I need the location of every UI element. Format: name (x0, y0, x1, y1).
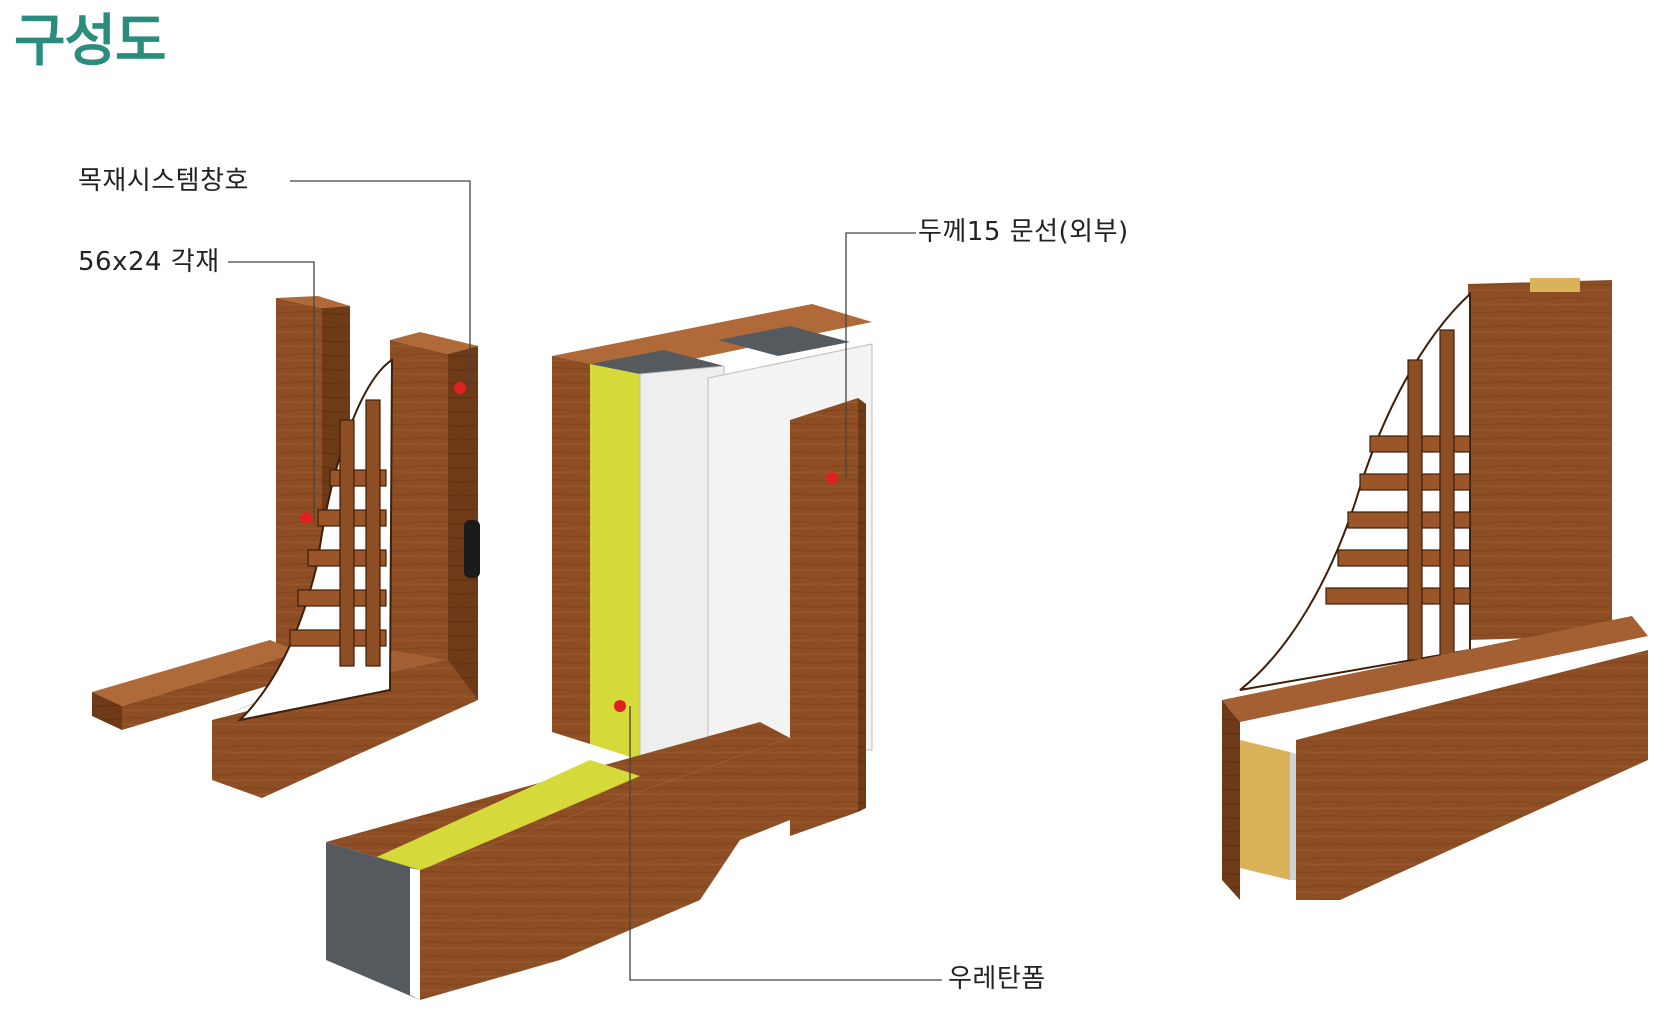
frame-jamb-side (448, 346, 478, 706)
casing-board (790, 398, 858, 836)
label-urethane-foam: 우레탄폼 (948, 964, 1046, 994)
leader-lines (228, 180, 942, 981)
casing-board-edge (858, 398, 866, 812)
label-15mm-casing: 두께15 문선(외부) (918, 217, 1129, 247)
loose-timber-end (92, 692, 122, 730)
right-window-assembly (1222, 278, 1648, 900)
loose-timber-top (92, 640, 300, 706)
sill-end-white (410, 868, 420, 1000)
assembled-frame-top-core (1530, 278, 1580, 292)
leader-casing (845, 232, 916, 478)
timber-post-top (276, 296, 350, 308)
page-title: 구성도 (14, 9, 167, 74)
lattice-grid (289, 399, 387, 667)
leader-window (290, 180, 471, 388)
leader-timber (228, 261, 315, 518)
frame-top-gray-2 (718, 326, 850, 356)
timber-post (276, 298, 322, 672)
sill-front (420, 738, 790, 1000)
urethane-foam-horizontal (370, 760, 640, 874)
assembled-sill-core (1240, 740, 1290, 880)
frame-sill (212, 660, 478, 798)
window-marker (454, 382, 466, 394)
hinge-icon (464, 520, 480, 578)
assembled-cutaway-reveal (1239, 291, 1471, 691)
assembled-sill-top (1222, 616, 1648, 722)
assembled-sill-front (1296, 650, 1648, 900)
assembled-lattice-grid (1325, 329, 1471, 661)
sill-end-gray (326, 842, 420, 1000)
leader-foam (629, 706, 942, 981)
frame-jamb (390, 340, 448, 706)
casing-marker (826, 472, 838, 484)
frame-jamb-top (390, 332, 478, 354)
timber-marker (300, 512, 312, 524)
center-frame-assembly (326, 304, 873, 1000)
assembled-sill-end (1222, 700, 1240, 900)
assembled-sill-foil (1290, 752, 1296, 880)
urethane-foam-vertical (590, 364, 640, 760)
loose-timber-side (122, 652, 300, 730)
left-window-assembly (92, 296, 480, 798)
assembled-frame (1468, 280, 1612, 640)
label-56x24-timber: 56x24 각재 (78, 247, 220, 277)
foam-marker (614, 700, 626, 712)
label-wood-system-window: 목재시스템창호 (78, 166, 249, 196)
frame-jamb-left (552, 356, 590, 744)
